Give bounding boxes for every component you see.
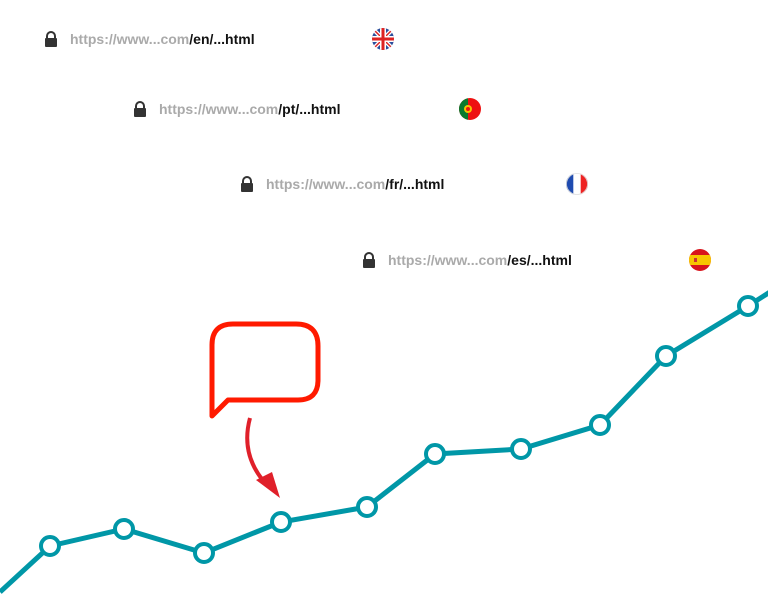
trend-point <box>510 438 532 460</box>
trend-point <box>193 542 215 564</box>
lock-icon <box>134 101 146 117</box>
france-flag-icon <box>566 173 588 195</box>
uk-flag-icon <box>372 28 394 50</box>
trend-points <box>39 295 759 564</box>
spain-flag-icon <box>689 249 711 271</box>
url-path: /en/...html <box>189 31 255 47</box>
trend-point <box>737 295 759 317</box>
url-host: https://www...com <box>70 31 190 47</box>
trend-point <box>270 511 292 533</box>
speech-bubble-icon <box>209 321 321 419</box>
url-row-pt: https://www...com/pt/...html <box>133 101 340 117</box>
url-path: /fr/...html <box>385 176 445 192</box>
trend-point <box>655 345 677 367</box>
url-row-fr: https://www...com/fr/...html <box>240 176 444 192</box>
portugal-flag-icon <box>459 98 481 120</box>
lock-icon <box>363 252 375 268</box>
trend-point <box>39 535 61 557</box>
url-path: /es/...html <box>507 252 572 268</box>
curved-arrow-icon <box>245 417 280 498</box>
url-path: /pt/...html <box>278 101 341 117</box>
trend-point <box>424 443 446 465</box>
url-row-en: https://www...com/en/...html <box>44 31 255 47</box>
url-host: https://www...com <box>388 252 508 268</box>
lock-icon <box>241 176 253 192</box>
url-row-es: https://www...com/es/...html <box>362 252 572 268</box>
url-host: https://www...com <box>159 101 279 117</box>
trend-point <box>356 496 378 518</box>
trend-point <box>113 518 135 540</box>
trend-point <box>589 414 611 436</box>
url-host: https://www...com <box>266 176 386 192</box>
lock-icon <box>45 31 57 47</box>
trend-line <box>0 290 768 594</box>
